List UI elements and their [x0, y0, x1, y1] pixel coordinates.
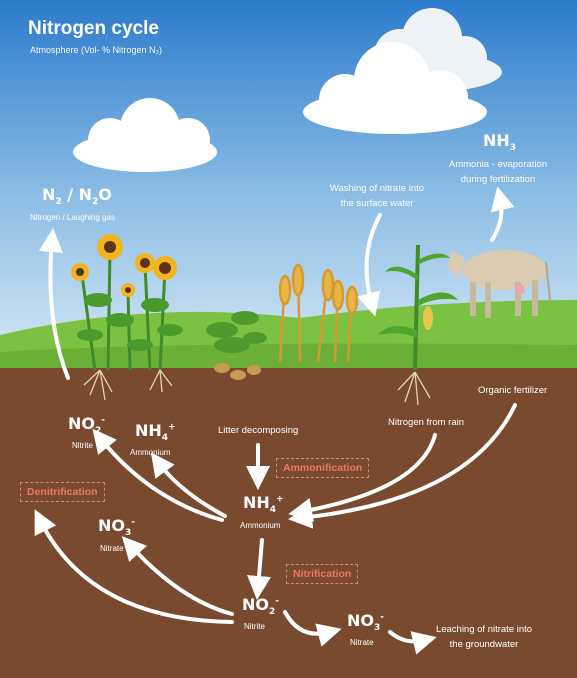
- no2-top-formula: NO2-: [68, 414, 106, 437]
- no2-bottom-formula: NO2-: [242, 595, 280, 618]
- denitrification-label: Denitrification: [20, 482, 105, 502]
- no3-left-label: Nitrate: [100, 544, 124, 553]
- organic-fertilizer-label: Organic fertilizer: [478, 385, 548, 396]
- nh4-center-formula: NH4+: [243, 493, 284, 516]
- no3-left-formula: NO3-: [98, 516, 136, 539]
- roots: [83, 369, 431, 406]
- washing-label-line1: Washing of nitrate into: [329, 183, 425, 194]
- arrow-to-nh3: [490, 186, 515, 242]
- diagram-subtitle: Atmosphere (Vol- % Nitrogen N₂): [30, 45, 163, 55]
- wheat: [278, 263, 359, 363]
- nitrogen-rain-label: Nitrogen from rain: [388, 417, 465, 428]
- arrow-to-no3-left: [121, 536, 234, 616]
- arrow-washing: [357, 213, 382, 317]
- cloud-left: [73, 98, 217, 172]
- arrow-to-no2-top: [92, 428, 224, 522]
- arrow-leaching: [388, 630, 437, 655]
- n2-label: Nitrogen / Laughing gas: [30, 213, 115, 222]
- no2-top-label: Nitrite: [72, 441, 93, 450]
- nh3-label-line1: Ammonia - evaporation: [448, 159, 548, 170]
- cloud-right-front: [303, 42, 487, 134]
- no3-bottom-label: Nitrate: [350, 638, 374, 647]
- arrow-fertilizer: [288, 403, 517, 529]
- no2-bottom-label: Nitrite: [244, 622, 265, 631]
- nh4-top-label: Ammonium: [130, 448, 171, 457]
- nh4-center-label: Ammonium: [240, 521, 281, 530]
- nitrification-label: Nitrification: [286, 564, 359, 584]
- cow: [448, 250, 551, 318]
- arrow-rain: [288, 433, 437, 522]
- arrow-to-nh4-top: [150, 452, 227, 518]
- nh3-formula: NH3: [483, 131, 517, 154]
- diagram-title: Nitrogen cycle: [28, 18, 159, 39]
- nh3-label-line2: during fertilization: [460, 174, 536, 185]
- washing-label-line2: the surface water: [340, 198, 414, 209]
- ammonification-label: Ammonification: [276, 458, 370, 478]
- arrow-denitrification: [34, 509, 234, 624]
- leaching-label-line2: the groundwater: [449, 639, 519, 650]
- corn-plant: [378, 244, 458, 371]
- arrow-nitrification: [247, 538, 271, 600]
- arrow-to-n2: [39, 228, 70, 380]
- litter-label: Litter decomposing: [218, 425, 299, 436]
- leaching-label-line1: Leaching of nitrate into: [435, 624, 533, 635]
- no3-bottom-formula: NO3-: [347, 611, 385, 634]
- cycle-arrows: [34, 186, 517, 655]
- nh4-top-formula: NH4+: [135, 421, 176, 444]
- sunflowers: [71, 234, 183, 371]
- potato-plant: [206, 311, 267, 380]
- arrow-to-no3-bottom: [283, 610, 342, 647]
- n2-formula: N2 / N2O: [42, 185, 112, 208]
